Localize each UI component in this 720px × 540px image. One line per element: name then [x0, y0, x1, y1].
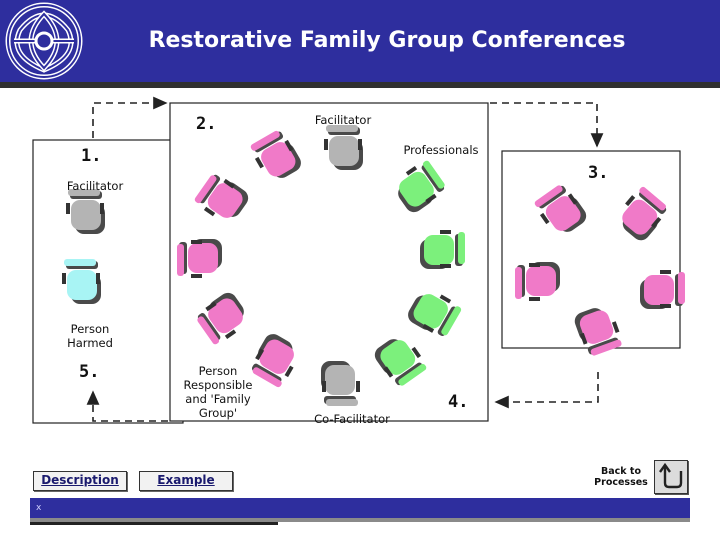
return-arrow-icon	[655, 461, 687, 493]
step-3-number: 3.	[588, 163, 608, 183]
facilitator-top-label: Facilitator	[303, 113, 383, 127]
person-responsible-label: Person Responsible and 'Family Group'	[172, 364, 264, 420]
arrow-2-to-3	[490, 103, 597, 146]
arrow-3-to-4	[496, 372, 598, 402]
back-to-processes-button[interactable]	[654, 460, 688, 494]
professionals-label: Professionals	[392, 143, 490, 157]
step-1-number: 1.	[81, 146, 101, 166]
celtic-knot-logo	[0, 0, 88, 82]
page-title: Restorative Family Group Conferences	[92, 28, 682, 53]
conference-diagram	[0, 88, 720, 498]
co-facilitator-label: Co-Facilitator	[300, 412, 404, 426]
person-harmed-label: Person Harmed	[48, 322, 132, 350]
step-5-number: 5.	[79, 362, 99, 382]
step-4-number: 4.	[448, 392, 468, 412]
description-button[interactable]: Description	[33, 471, 127, 491]
example-button[interactable]: Example	[139, 471, 233, 491]
back-to-processes-label[interactable]: Back to Processes	[590, 466, 652, 488]
footer-bar	[30, 498, 690, 518]
facilitator-left-label: Facilitator	[50, 179, 140, 193]
footer-progress-line	[30, 522, 278, 525]
arrow-1-to-2	[93, 103, 166, 138]
step-2-number: 2.	[196, 114, 216, 134]
footer-mark: x	[36, 503, 41, 513]
